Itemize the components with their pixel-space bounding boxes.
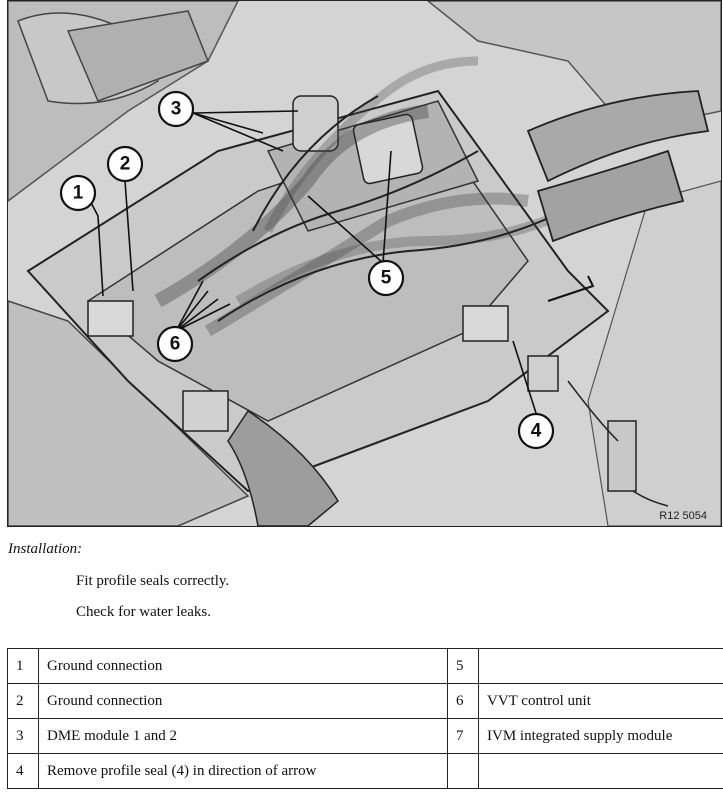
legend-number: 5 xyxy=(447,648,479,684)
svg-text:5: 5 xyxy=(381,268,392,289)
legend-number: 7 xyxy=(447,718,479,754)
legend-number: 4 xyxy=(7,753,39,789)
legend-description xyxy=(478,648,723,684)
svg-text:1: 1 xyxy=(73,183,84,204)
legend-description: Ground connection xyxy=(38,648,448,684)
callout-5: 5 xyxy=(367,259,405,297)
legend-number xyxy=(447,753,479,789)
diagram-drawing: 1 2 3 4 5 6 xyxy=(8,1,721,526)
figure-code: R12 5054 xyxy=(659,510,707,522)
svg-text:4: 4 xyxy=(531,421,542,442)
installation-step: Check for water leaks. xyxy=(76,604,211,620)
legend-row: 1 Ground connection 5 xyxy=(7,648,723,684)
legend-number: 3 xyxy=(7,718,39,754)
legend-description: DME module 1 and 2 xyxy=(38,718,448,754)
callout-4: 4 xyxy=(517,412,555,450)
engine-compartment-diagram: 1 2 3 4 5 6 R12 5054 xyxy=(7,0,722,527)
direction-arrow xyxy=(547,275,595,302)
legend-description xyxy=(478,753,723,789)
callout-6: 6 xyxy=(156,325,194,363)
installation-heading: Installation: xyxy=(8,541,83,557)
legend-description: Ground connection xyxy=(38,683,448,719)
installation-step: Fit profile seals correctly. xyxy=(76,573,230,589)
legend-row: 3 DME module 1 and 2 7 IVM integrated su… xyxy=(7,718,723,754)
legend-row: 2 Ground connection 6 VVT control unit xyxy=(7,683,723,719)
legend-number: 2 xyxy=(7,683,39,719)
legend-description: VVT control unit xyxy=(478,683,723,719)
legend-table: 1 Ground connection 5 2 Ground connectio… xyxy=(7,648,723,789)
svg-text:2: 2 xyxy=(120,154,131,175)
callout-2: 2 xyxy=(106,145,144,183)
legend-description: IVM integrated supply module xyxy=(478,718,723,754)
legend-number: 1 xyxy=(7,648,39,684)
legend-number: 6 xyxy=(447,683,479,719)
svg-text:6: 6 xyxy=(170,334,181,355)
svg-text:3: 3 xyxy=(171,99,182,120)
callout-3: 3 xyxy=(157,90,195,128)
callout-1: 1 xyxy=(59,174,97,212)
legend-description: Remove profile seal (4) in direction of … xyxy=(38,753,448,789)
legend-row: 4 Remove profile seal (4) in direction o… xyxy=(7,753,723,789)
